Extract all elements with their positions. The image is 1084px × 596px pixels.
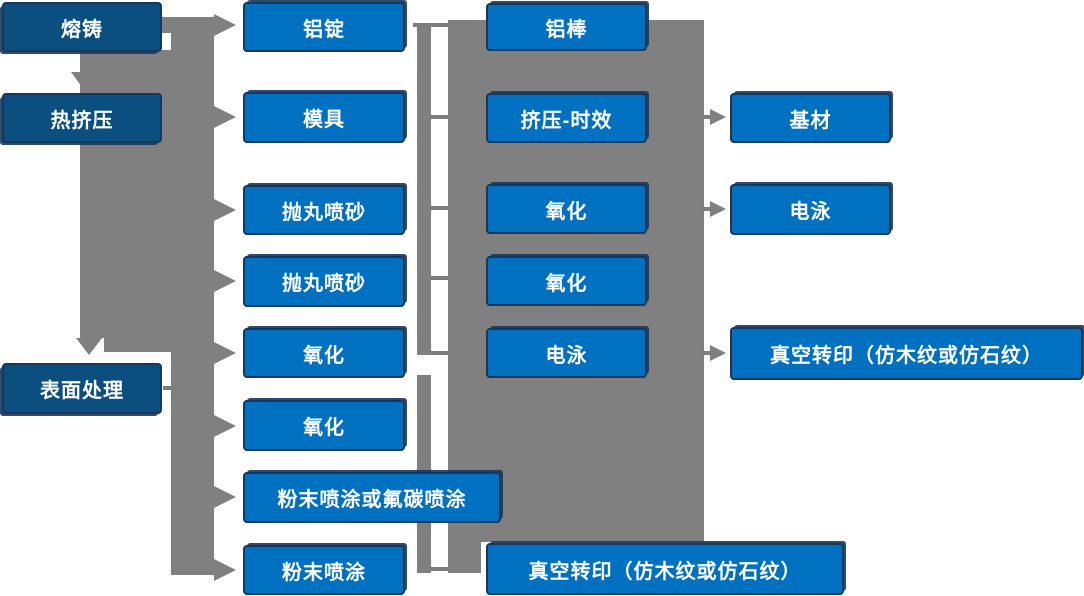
arrow-right-icon [710,345,726,361]
node-base-material: 基材 [730,93,891,143]
flow-band-distributor [171,17,214,575]
arrow-right-icon [214,559,236,581]
stub-electrophoresis [702,207,712,211]
stub-base-material [702,115,712,119]
arrow-right-icon [214,270,236,292]
connector-vacuum-transfer [430,567,448,571]
node-oxidation-c2-1: 氧化 [243,328,405,378]
node-powder-or-fluorocarbon-spraying: 粉末喷涂或氟碳喷涂 [243,472,501,523]
node-vacuum-transfer-c3: 真空转印（仿木纹或仿石纹） [486,543,844,595]
connector-electrophoresis [430,351,448,355]
arrow-right-icon [214,106,236,128]
node-electrophoresis-c3: 电泳 [486,328,647,378]
arrow-down-icon [76,338,102,355]
connector-surface-treatment [163,386,173,390]
node-oxidation-c3-2: 氧化 [486,256,647,306]
node-shot-blasting-1: 抛丸喷砂 [243,185,405,235]
node-shot-blasting-2: 抛丸喷砂 [243,256,405,307]
node-oxidation-c3-1: 氧化 [486,184,647,234]
arrow-right-icon [214,14,236,36]
flow-block-extension [448,542,481,573]
arrow-right-icon [710,201,726,217]
node-mold: 模具 [243,92,405,143]
node-vacuum-transfer-c4: 真空转印（仿木纹或仿石纹） [730,327,1083,380]
node-powder-spraying: 粉末喷涂 [243,545,405,595]
node-hot-extrusion: 热挤压 [2,93,162,143]
node-surface-treatment: 表面处理 [2,363,162,414]
flow-arm-top [162,17,214,33]
node-oxidation-c2-2: 氧化 [243,400,405,451]
connector-oxidation-1 [430,206,448,210]
connector-oxidation-2 [430,276,448,280]
flow-band-middle-upper [417,23,431,355]
connector-aluminum-rod [413,23,448,27]
arrow-right-icon [710,109,726,125]
arrow-right-icon [214,486,236,508]
node-extrusion-aging: 挤压-时效 [486,93,647,143]
node-melting: 熔铸 [2,2,162,52]
node-electrophoresis-c4: 电泳 [730,184,891,235]
connector-extrusion-aging [430,115,448,119]
flow-band-stages-foot [104,338,173,352]
arrow-right-icon [214,415,236,437]
arrow-right-icon [214,199,236,221]
stub-vacuum-transfer [702,351,712,355]
node-aluminum-ingot: 铝锭 [243,2,405,52]
node-aluminum-rod: 铝棒 [486,3,647,51]
arrow-right-icon [214,342,236,364]
arrow-down-icon [71,72,97,90]
